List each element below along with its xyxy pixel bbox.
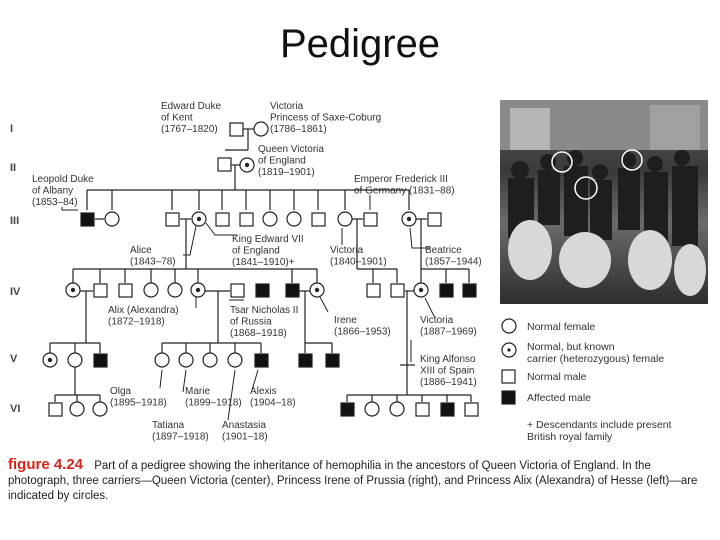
label-tatiana: Tatiana(1897–1918) xyxy=(152,420,209,443)
label-marie: Marie(1899–1918) xyxy=(185,386,242,409)
label-alice: Alice(1843–78) xyxy=(130,245,176,268)
normal-male-symbol xyxy=(118,283,133,298)
gen-label: I xyxy=(10,123,13,135)
label-olga: Olga(1895–1918) xyxy=(110,386,167,409)
normal-female-symbol xyxy=(227,352,243,368)
normal-male-symbol xyxy=(93,283,108,298)
label-anastasia: Anastasia(1901–18) xyxy=(222,420,268,443)
normal-male-symbol xyxy=(239,212,254,227)
normal-male-symbol xyxy=(230,283,245,298)
normal-male-symbol xyxy=(165,212,180,227)
normal-female-symbol xyxy=(167,282,183,298)
affected-male-symbol xyxy=(254,353,269,368)
normal-female-symbol xyxy=(178,352,194,368)
label-beatrice: Beatrice(1857–1944) xyxy=(425,245,482,268)
legend-normal-female: Normal female xyxy=(527,321,595,333)
normal-male-symbol xyxy=(366,283,381,298)
carrier-circle-irene xyxy=(621,149,643,171)
carrier-circle-alix xyxy=(551,151,573,173)
normal-female-symbol xyxy=(364,401,380,417)
normal-male-symbol xyxy=(311,212,326,227)
affected-male-symbol xyxy=(340,402,355,417)
normal-male-symbol xyxy=(427,212,442,227)
affected-male-symbol xyxy=(298,353,313,368)
figure-label: figure 4.24 xyxy=(8,456,84,473)
normal-male-symbol xyxy=(390,283,405,298)
affected-male-symbol xyxy=(325,353,340,368)
normal-female-symbol xyxy=(202,352,218,368)
affected-male-symbol xyxy=(462,283,477,298)
legend-normal-female-icon xyxy=(501,318,517,334)
normal-male-symbol xyxy=(415,402,430,417)
pedigree-lines xyxy=(49,128,472,402)
normal-female-symbol xyxy=(389,401,405,417)
caption-text: Part of a pedigree showing the inheritan… xyxy=(8,460,698,502)
label-victoria-1887: Victoria(1887–1969) xyxy=(420,315,477,338)
normal-male-symbol xyxy=(229,122,244,137)
normal-female-symbol xyxy=(143,282,159,298)
label-alix: Alix (Alexandra)(1872–1918) xyxy=(108,305,179,328)
royal-family-photo xyxy=(500,100,708,304)
normal-female-symbol xyxy=(337,211,353,227)
figure-caption: figure 4.24 Part of a pedigree showing t… xyxy=(8,457,712,504)
label-alexis: Alexis(1904–18) xyxy=(250,386,296,409)
pedigree-diagram: I II III IV V VI xyxy=(10,101,672,443)
pedigree-symbols xyxy=(42,121,479,417)
carrier-circle-victoria xyxy=(574,176,598,200)
affected-male-symbol xyxy=(255,283,270,298)
legend-normal-male: Normal male xyxy=(527,371,587,383)
legend-affected-male: Affected male xyxy=(527,392,591,404)
photo-figures xyxy=(500,100,708,296)
label-pointers xyxy=(61,195,436,421)
normal-female-symbol xyxy=(286,211,302,227)
normal-female-symbol xyxy=(104,211,120,227)
affected-male-symbol xyxy=(439,283,454,298)
normal-male-symbol xyxy=(215,212,230,227)
normal-male-symbol xyxy=(464,402,479,417)
affected-male-symbol xyxy=(93,353,108,368)
label-irene: Irene(1866–1953) xyxy=(334,315,391,338)
normal-male-symbol xyxy=(363,212,378,227)
normal-female-symbol xyxy=(262,211,278,227)
normal-female-symbol xyxy=(92,401,108,417)
generation-labels: I II III IV V VI xyxy=(10,123,21,415)
gen-label: IV xyxy=(10,286,21,298)
affected-male-symbol xyxy=(440,402,455,417)
normal-female-symbol xyxy=(253,121,269,137)
gen-label: VI xyxy=(10,403,20,415)
gen-label: II xyxy=(10,162,16,174)
slide-title: Pedigree xyxy=(279,22,441,66)
normal-female-symbol xyxy=(154,352,170,368)
affected-male-symbol xyxy=(285,283,300,298)
normal-male-symbol xyxy=(217,157,232,172)
gen-label: V xyxy=(10,353,18,365)
normal-female-symbol xyxy=(67,352,83,368)
affected-male-symbol xyxy=(80,212,95,227)
normal-male-symbol xyxy=(48,402,63,417)
gen-label: III xyxy=(10,215,19,227)
label-victoria-1840: Victoria(1840–1901) xyxy=(330,245,387,268)
normal-female-symbol xyxy=(69,401,85,417)
legend-normal-male-icon xyxy=(501,369,516,384)
legend-affected-male-icon xyxy=(501,390,516,405)
